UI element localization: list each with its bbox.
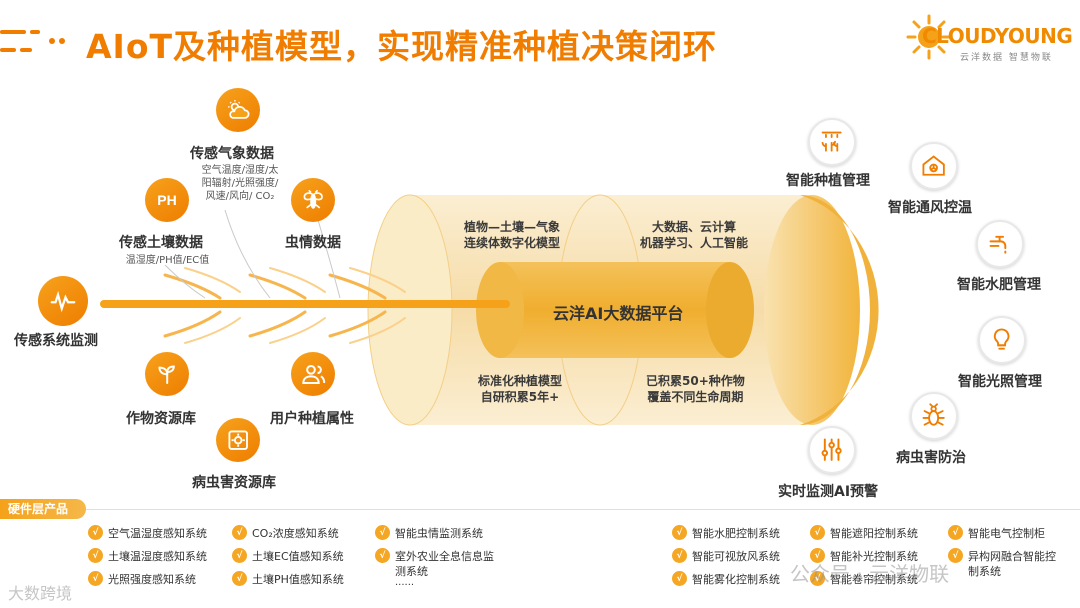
check-icon: √ bbox=[948, 525, 963, 540]
insect-node-icon bbox=[291, 178, 335, 222]
hardware-item: 异构网融合智能控 bbox=[968, 548, 1056, 564]
hardware-item: 土壤温湿度感知系统 bbox=[108, 548, 207, 564]
check-icon: √ bbox=[232, 548, 247, 563]
hardware-tag: 硬件层产品 bbox=[0, 499, 86, 519]
hardware-item: 智能雾化控制系统 bbox=[692, 571, 780, 587]
crop-node-label: 作物资源库 bbox=[126, 408, 196, 428]
waveform-node-icon bbox=[38, 276, 88, 326]
check-icon: √ bbox=[232, 525, 247, 540]
hardware-item: 土壤PH值感知系统 bbox=[252, 571, 344, 587]
ph-node-icon: PH bbox=[145, 178, 189, 222]
page-title: AIoT及种植模型，实现精准种植决策闭环 bbox=[86, 20, 717, 68]
check-icon: √ bbox=[672, 571, 687, 586]
hardware-item: 智能遮阳控制系统 bbox=[830, 525, 918, 541]
watermark-right: 公众号 · 云洋物联 bbox=[790, 558, 949, 587]
house-fan-icon bbox=[910, 142, 958, 190]
hardware-item: CO₂浓度感知系统 bbox=[252, 525, 339, 541]
hardware-col-4: √ 智能水肥控制系统 √ 智能可视放风系统 √ 智能雾化控制系统 bbox=[672, 525, 780, 594]
weather-node-icon bbox=[216, 88, 260, 132]
weather-node-label: 传感气象数据 bbox=[190, 143, 274, 163]
user-node-label: 用户种植属性 bbox=[270, 408, 354, 428]
hardware-item: 光照强度感知系统 bbox=[108, 571, 196, 587]
platform-label: 云洋AI大数据平台 bbox=[553, 300, 683, 324]
disease-node-label: 病虫害资源库 bbox=[192, 472, 276, 492]
soil-node-label: 传感土壤数据 bbox=[119, 232, 203, 252]
hardware-item: 空气温湿度感知系统 bbox=[108, 525, 207, 541]
hardware-col-6: √ 智能电气控制柜 √ 异构网融合智能控 制系统 bbox=[948, 525, 1056, 577]
check-icon: √ bbox=[672, 525, 687, 540]
bulb-icon bbox=[978, 316, 1026, 364]
check-icon: √ bbox=[88, 548, 103, 563]
cylinder-top-right: 大数据、云计算机器学习、人工智能 bbox=[640, 219, 748, 251]
hardware-more: ...... bbox=[395, 577, 414, 588]
user-node-icon bbox=[291, 352, 335, 396]
check-icon: √ bbox=[672, 548, 687, 563]
hardware-item: 土壤EC值感知系统 bbox=[252, 548, 344, 564]
hardware-col-2: √ CO₂浓度感知系统 √ 土壤EC值感知系统 √ 土壤PH值感知系统 bbox=[232, 525, 344, 594]
hardware-col-1: √ 空气温湿度感知系统 √ 土壤温湿度感知系统 √ 光照强度感知系统 bbox=[88, 525, 207, 594]
right-node-label-2: 智能通风控温 bbox=[888, 197, 972, 217]
check-icon: √ bbox=[232, 571, 247, 586]
gear-box-node-icon bbox=[216, 418, 260, 462]
right-node-label-3: 智能水肥管理 bbox=[957, 274, 1041, 294]
check-icon: √ bbox=[88, 571, 103, 586]
hardware-divider bbox=[86, 509, 1080, 510]
right-node-label-6: 实时监测AI预警 bbox=[778, 481, 878, 501]
watermark-left: 大数跨境 bbox=[8, 580, 72, 604]
check-icon: √ bbox=[375, 548, 390, 563]
hardware-item-cont: 制系统 bbox=[968, 563, 1001, 579]
check-icon: √ bbox=[810, 525, 825, 540]
hardware-item: 智能虫情监测系统 bbox=[395, 525, 483, 541]
check-icon: √ bbox=[375, 525, 390, 540]
right-node-label-1: 智能种植管理 bbox=[786, 170, 870, 190]
sprout-node-icon bbox=[145, 352, 189, 396]
monitor-node-label: 传感系统监测 bbox=[14, 330, 98, 350]
cylinder-bottom-right: 已积累50+种作物覆盖不同生命周期 bbox=[646, 373, 745, 405]
title-decoration bbox=[0, 28, 70, 58]
weather-node-detail: 空气温度/湿度/太 阳辐射/光照强度/ 风速/风向/ CO₂ bbox=[188, 164, 292, 203]
hardware-col-3: √智能虫情监测系统 √室外农业全息信息监 测系统 ...... bbox=[375, 525, 494, 589]
check-icon: √ bbox=[88, 525, 103, 540]
pest-node-label: 虫情数据 bbox=[285, 232, 341, 252]
bug-icon bbox=[910, 392, 958, 440]
hardware-item: 智能电气控制柜 bbox=[968, 525, 1045, 541]
check-icon: √ bbox=[948, 548, 963, 563]
cylinder-top-left: 植物—土壤—气象连续体数字化模型 bbox=[464, 219, 560, 251]
logo-name: CLOUDYOUNG bbox=[922, 24, 1072, 48]
hardware-item: 智能水肥控制系统 bbox=[692, 525, 780, 541]
sliders-icon bbox=[808, 426, 856, 474]
soil-node-detail: 温湿度/PH值/EC值 bbox=[110, 254, 225, 267]
right-node-label-4: 智能光照管理 bbox=[958, 371, 1042, 391]
logo-tagline: 云洋数据 智慧物联 bbox=[960, 50, 1053, 63]
hardware-item: 室外农业全息信息监 bbox=[395, 548, 494, 564]
plant-sprinkler-icon bbox=[808, 118, 856, 166]
right-node-label-5: 病虫害防治 bbox=[896, 447, 966, 467]
faucet-icon bbox=[976, 220, 1024, 268]
hardware-item: 智能可视放风系统 bbox=[692, 548, 780, 564]
cylinder-bottom-left: 标准化种植模型自研积累5年+ bbox=[478, 373, 562, 405]
